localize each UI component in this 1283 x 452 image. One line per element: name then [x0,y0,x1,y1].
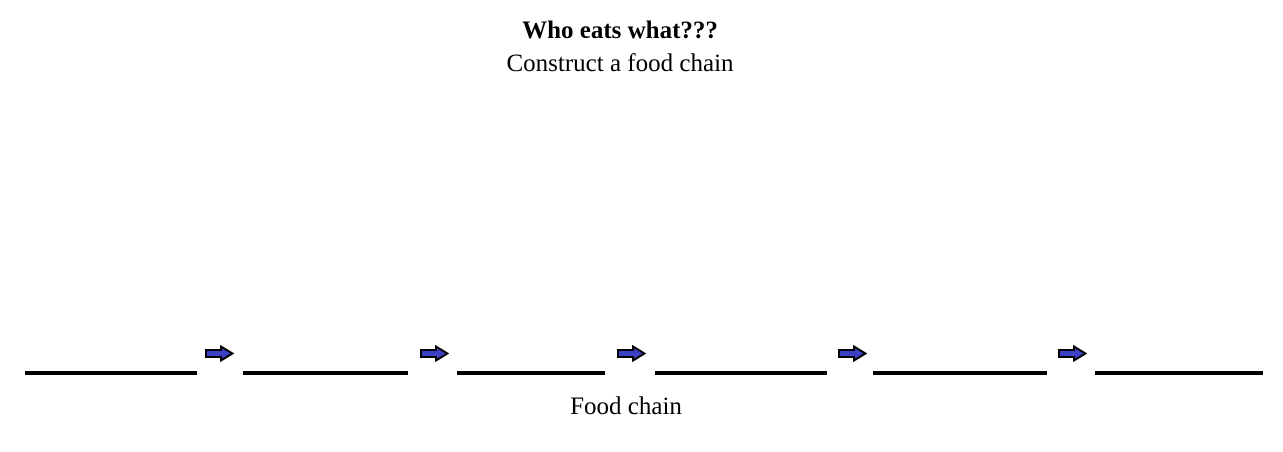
page-title: Who eats what??? [522,17,718,44]
right-block-arrow-icon [838,345,867,362]
worksheet-header: Who eats what??? Construct a food chain [0,14,1240,80]
food-chain-blank-5[interactable] [873,345,1047,375]
food-chain-blank-2[interactable] [243,345,408,375]
food-chain-blank-6[interactable] [1095,345,1263,375]
right-block-arrow-icon [205,345,234,362]
food-chain-blank-3[interactable] [457,345,605,375]
food-chain-blank-1[interactable] [25,345,197,375]
food-chain-blank-4[interactable] [655,345,827,375]
right-block-arrow-icon [420,345,449,362]
right-block-arrow-icon [1058,345,1087,362]
food-chain-label: Food chain [570,393,682,420]
right-block-arrow-icon [617,345,646,362]
page-subtitle: Construct a food chain [506,50,734,77]
